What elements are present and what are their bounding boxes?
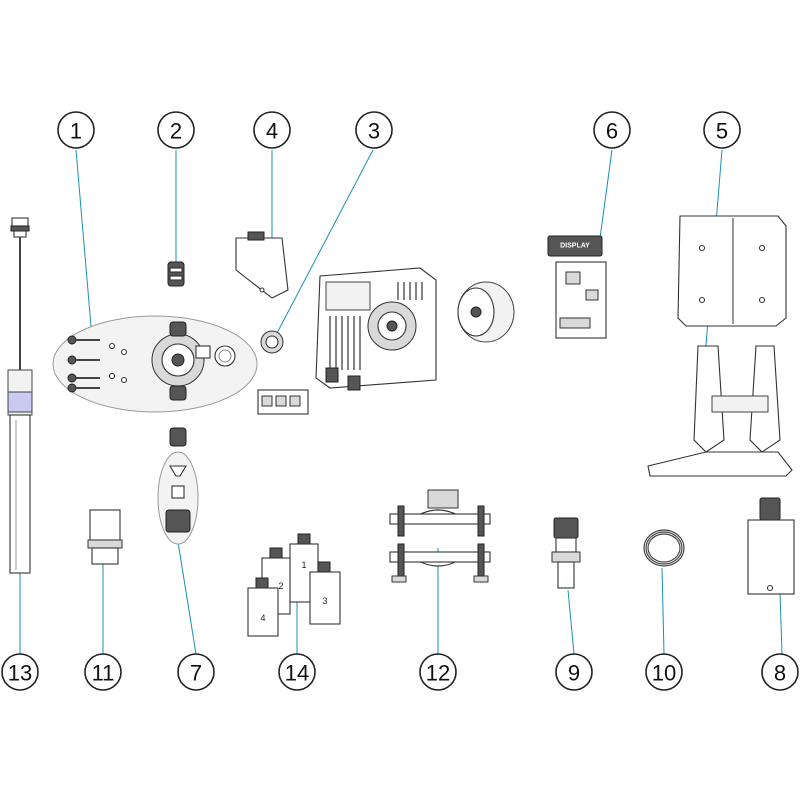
terminal-block [257,389,309,415]
leader-7 [177,541,197,655]
callout-number-9: 9 [568,661,580,686]
part-6-display-board: DISPLAY [547,235,607,339]
part-14-reagent-bottles: 1 2 3 4 [247,533,341,637]
leader-9 [567,589,575,655]
leader-3 [275,149,374,336]
callout-number-5: 5 [716,119,728,144]
bottle-label-2: 2 [278,581,283,591]
part-9-injection-valve [551,517,581,589]
callout-number-10: 10 [652,661,676,686]
callout-9: 9 [555,653,593,691]
leader-6 [599,149,613,239]
bottle-label-4: 4 [260,613,265,623]
display-label: DISPLAY [560,243,590,250]
callout-number-2: 2 [170,119,182,144]
callout-11: 11 [84,653,122,691]
callout-8: 8 [761,653,799,691]
callout-4: 4 [253,111,291,149]
callout-1: 1 [57,111,95,149]
part-4-front-cover [235,231,289,299]
callout-number-14: 14 [285,661,309,686]
callout-7: 7 [177,653,215,691]
part-1-pump-head-kit [52,315,258,413]
leader-10 [661,567,665,655]
pump-body [315,267,437,391]
bottle-label-3: 3 [322,596,327,606]
leader-8 [779,591,783,655]
callout-number-11: 11 [92,661,115,686]
part-7-foot-valve-kit [157,427,199,545]
callout-number-4: 4 [266,119,278,144]
callout-number-8: 8 [774,661,786,686]
callout-number-1: 1 [70,119,82,144]
callouts: 1 2 4 3 6 5 13 11 [1,111,799,691]
callout-number-3: 3 [368,119,380,144]
callout-number-13: 13 [8,661,32,686]
callout-5: 5 [703,111,741,149]
callout-number-7: 7 [190,661,202,686]
callout-2: 2 [157,111,195,149]
bottle-3: 3 [309,561,341,625]
bottle-label-1: 1 [301,560,306,570]
callout-6: 6 [593,111,631,149]
part-5-stand [647,215,793,477]
part-8-container [747,497,795,595]
part-3-knob [260,330,284,354]
part-2-valve [167,261,185,287]
bottle-4: 4 [247,577,279,637]
leader-1 [75,149,93,339]
callout-10: 10 [645,653,683,691]
part-10-tube-coil [643,529,685,567]
callout-number-12: 12 [426,661,450,686]
callout-number-6: 6 [606,119,618,144]
callout-3: 3 [355,111,393,149]
motor [457,281,515,343]
part-13-injection-probe [7,217,33,574]
callout-12: 12 [419,653,457,691]
callout-14: 14 [278,653,316,691]
callout-13: 13 [1,653,39,691]
part-11-fitting [87,509,123,565]
part-12-pipe-clamp [389,489,491,583]
